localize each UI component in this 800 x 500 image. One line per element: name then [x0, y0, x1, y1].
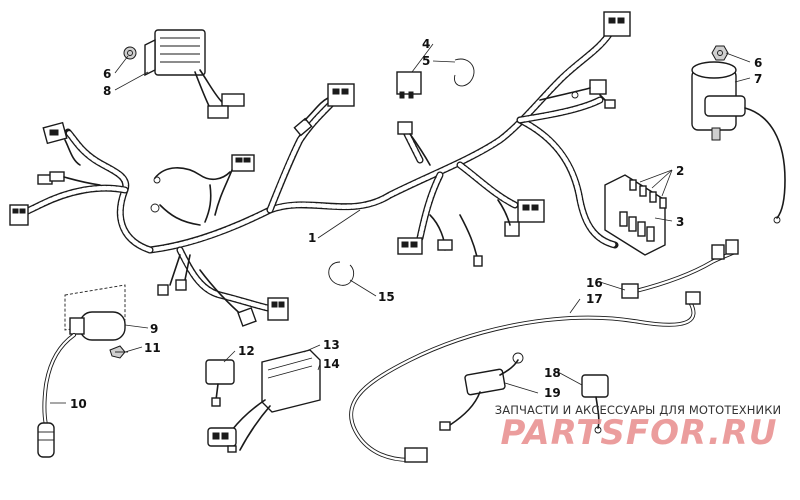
nut-6-right	[711, 45, 729, 61]
callout-8: 8	[103, 84, 111, 98]
callout-13: 13	[323, 338, 340, 352]
bolt-11	[109, 345, 128, 359]
main-wiring-harness	[16, 26, 619, 312]
callout-1: 1	[308, 231, 316, 245]
voltage-regulator	[144, 29, 245, 119]
clip-15	[328, 261, 354, 286]
watermark-logo: PARTSFOR.RU	[500, 413, 778, 453]
harness-19	[439, 352, 524, 431]
callout-5: 5	[422, 54, 430, 68]
callout-19: 19	[544, 386, 561, 400]
leader-lines	[50, 43, 751, 404]
callout-18: 18	[544, 366, 561, 380]
cdi-module-13-14	[207, 349, 321, 453]
callout-2: 2	[676, 164, 684, 178]
callout-9: 9	[150, 322, 158, 336]
callout-14: 14	[323, 357, 340, 371]
ground-wire-16	[621, 239, 739, 299]
battery-cable-17	[349, 291, 701, 463]
relay-4	[396, 71, 422, 99]
watermark-caption: ЗАПЧАСТИ И АКСЕССУАРЫ ДЛЯ МОТОТЕХНИКИ	[494, 403, 782, 417]
ignition-coil-9	[64, 284, 126, 341]
callout-labels: 1 2 3 4 5 6 6 7 8 9 10 11 12 13 14 15 16…	[70, 37, 762, 411]
callout-17: 17	[586, 292, 603, 306]
callout-12: 12	[238, 344, 255, 358]
callout-7: 7	[754, 72, 762, 86]
clip-5	[454, 58, 475, 87]
nut-6-left	[123, 46, 137, 60]
callout-6-right: 6	[754, 56, 762, 70]
callout-3: 3	[676, 215, 684, 229]
fuses-2	[629, 179, 667, 209]
callout-10: 10	[70, 397, 87, 411]
relay-18	[581, 374, 609, 434]
callout-6-left: 6	[103, 67, 111, 81]
callout-16: 16	[586, 276, 603, 290]
ignition-coil-7	[691, 61, 786, 224]
callout-15: 15	[378, 290, 395, 304]
harness-connectors	[9, 11, 631, 327]
relay-12	[205, 359, 235, 407]
callout-11: 11	[144, 341, 161, 355]
spark-plug-lead-10	[37, 333, 76, 458]
callout-4: 4	[422, 37, 430, 51]
